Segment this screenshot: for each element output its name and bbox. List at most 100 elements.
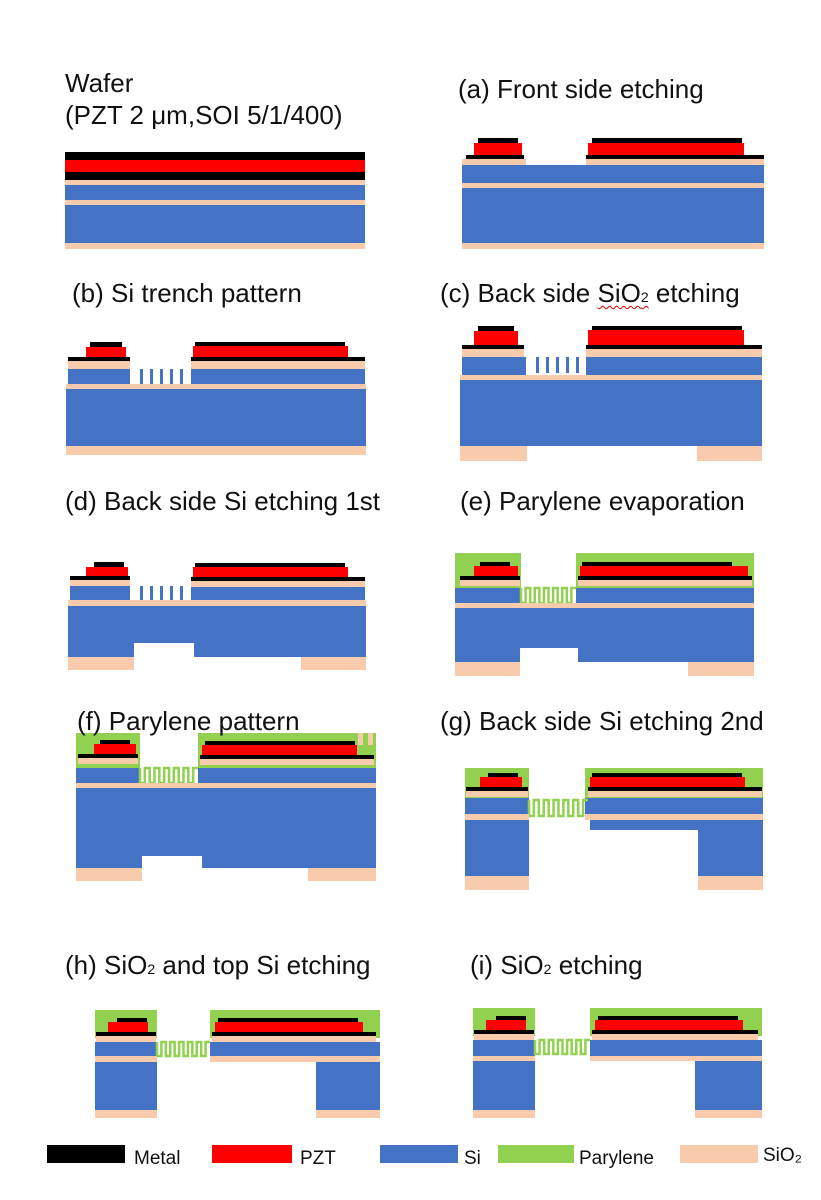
e-device-si-left <box>455 588 521 603</box>
h-metal-left-bottom <box>96 1032 156 1036</box>
c-trench-bar-3 <box>566 357 569 373</box>
f-device-si-right <box>198 768 376 783</box>
e-handle-si-right <box>578 648 754 662</box>
step-d-label: (d) Back side Si etching 1st <box>65 486 381 516</box>
e-pzt-right <box>580 566 748 576</box>
f-pzt-left <box>94 744 136 754</box>
a-metal-right-top <box>592 138 742 143</box>
c-box <box>460 375 762 380</box>
legend-label-parylene: Parylene <box>579 1148 654 1169</box>
a-handle-si <box>462 188 764 243</box>
b-metal-left-top <box>90 342 122 347</box>
c-metal-right-bottom <box>586 345 762 349</box>
c-device-si-right <box>586 357 762 375</box>
d-handle-si-left <box>68 643 134 657</box>
d-trench-bar-0 <box>140 586 143 600</box>
b-trench-bar-0 <box>140 369 143 384</box>
d-box <box>68 600 366 606</box>
f-parylene-trench <box>138 766 198 785</box>
wafer-metal-bottom <box>65 172 365 180</box>
step-h-label: (h) SiO2 and top Si etching <box>65 950 371 980</box>
d-sio2-right <box>191 581 365 587</box>
wafer-sio2-bottom <box>65 243 365 249</box>
i-device-si-left <box>473 1040 535 1056</box>
b-pzt-right <box>193 346 348 357</box>
a-metal-right-bottom <box>586 155 764 159</box>
h-metal-left-top <box>117 1018 147 1022</box>
b-sio2-right <box>191 361 365 369</box>
h-handle-si-right <box>316 1062 380 1110</box>
a-pzt-left <box>474 143 522 155</box>
legend-swatch-pzt <box>212 1145 292 1163</box>
b-sio2-bottom <box>66 446 366 455</box>
c-metal-left-bottom <box>462 345 524 349</box>
e-pzt-left <box>474 566 518 576</box>
b-device-si-left <box>68 369 130 384</box>
a-sio2-right <box>586 159 764 165</box>
e-metal-left-top <box>480 562 510 566</box>
i-handle-si-right <box>695 1061 762 1110</box>
f-sio2-left <box>78 758 138 764</box>
d-metal-right-bottom <box>191 577 365 581</box>
c-metal-right-top <box>592 326 742 330</box>
b-trench-bar-1 <box>150 369 153 384</box>
f-device-si-left <box>76 768 140 783</box>
g-sio2-left <box>466 791 528 797</box>
h-device-si-left <box>95 1042 157 1056</box>
f-sio2-right <box>200 759 374 765</box>
d-pzt-left <box>86 567 128 576</box>
c-device-si-left <box>462 357 526 375</box>
c-pzt-right <box>588 330 744 345</box>
c-handle-si <box>460 380 762 446</box>
d-device-si-left <box>70 586 130 600</box>
f-parylene-gap-1 <box>358 733 363 745</box>
d-trench-bar-2 <box>160 586 163 600</box>
b-trench-bar-2 <box>160 369 163 384</box>
h-device-si-right <box>210 1042 380 1056</box>
d-sio2-bottom-left <box>68 657 134 670</box>
step-e-label: (e) Parylene evaporation <box>460 486 745 516</box>
g-device-si-right <box>585 798 763 814</box>
e-box <box>455 603 754 608</box>
g-box-left <box>465 814 529 820</box>
i-sio2-bottom-right <box>695 1110 762 1118</box>
h-pzt-right <box>215 1022 363 1032</box>
g-metal-left-bottom <box>466 787 528 791</box>
f-metal-left-top <box>100 740 130 744</box>
wafer-title-line1: Wafer <box>65 68 134 98</box>
d-handle-si-upper <box>68 606 366 643</box>
d-trench-bar-3 <box>170 586 173 600</box>
g-metal-left-top <box>488 773 518 777</box>
b-sio2-left <box>68 361 130 369</box>
g-device-si-left <box>465 798 529 814</box>
d-device-si-right <box>191 587 365 600</box>
c-sio2-bottom-right <box>697 446 762 461</box>
d-trench-bar-1 <box>150 586 153 600</box>
g-parylene-trench <box>527 798 588 818</box>
wafer-device-si <box>65 185 365 200</box>
f-metal-left-bottom <box>78 754 138 758</box>
g-handle-si-bridge <box>590 820 763 830</box>
h-metal-right-top <box>218 1018 358 1022</box>
g-pzt-left <box>480 777 522 787</box>
i-handle-si-left <box>473 1061 535 1110</box>
f-handle-si-right <box>202 856 376 868</box>
d-sio2-left <box>70 580 130 586</box>
i-box-left <box>473 1056 535 1061</box>
i-metal-left-bottom <box>474 1030 534 1034</box>
c-sio2-bottom-left <box>460 446 527 461</box>
wafer-sio2-top <box>65 180 365 185</box>
wafer-pzt <box>65 160 365 172</box>
legend-label-metal: Metal <box>134 1148 181 1169</box>
e-sio2-right <box>578 580 752 586</box>
c-sio2-left <box>462 349 524 357</box>
c-trench-bar-2 <box>556 357 559 373</box>
step-a-label: (a) Front side etching <box>458 74 704 104</box>
a-metal-left-top <box>478 138 518 143</box>
c-trench-bar-0 <box>536 357 539 373</box>
d-handle-si-right <box>194 643 366 657</box>
e-sio2-left <box>460 580 520 586</box>
h-pzt-left <box>108 1022 148 1032</box>
h-box-right <box>210 1056 380 1062</box>
